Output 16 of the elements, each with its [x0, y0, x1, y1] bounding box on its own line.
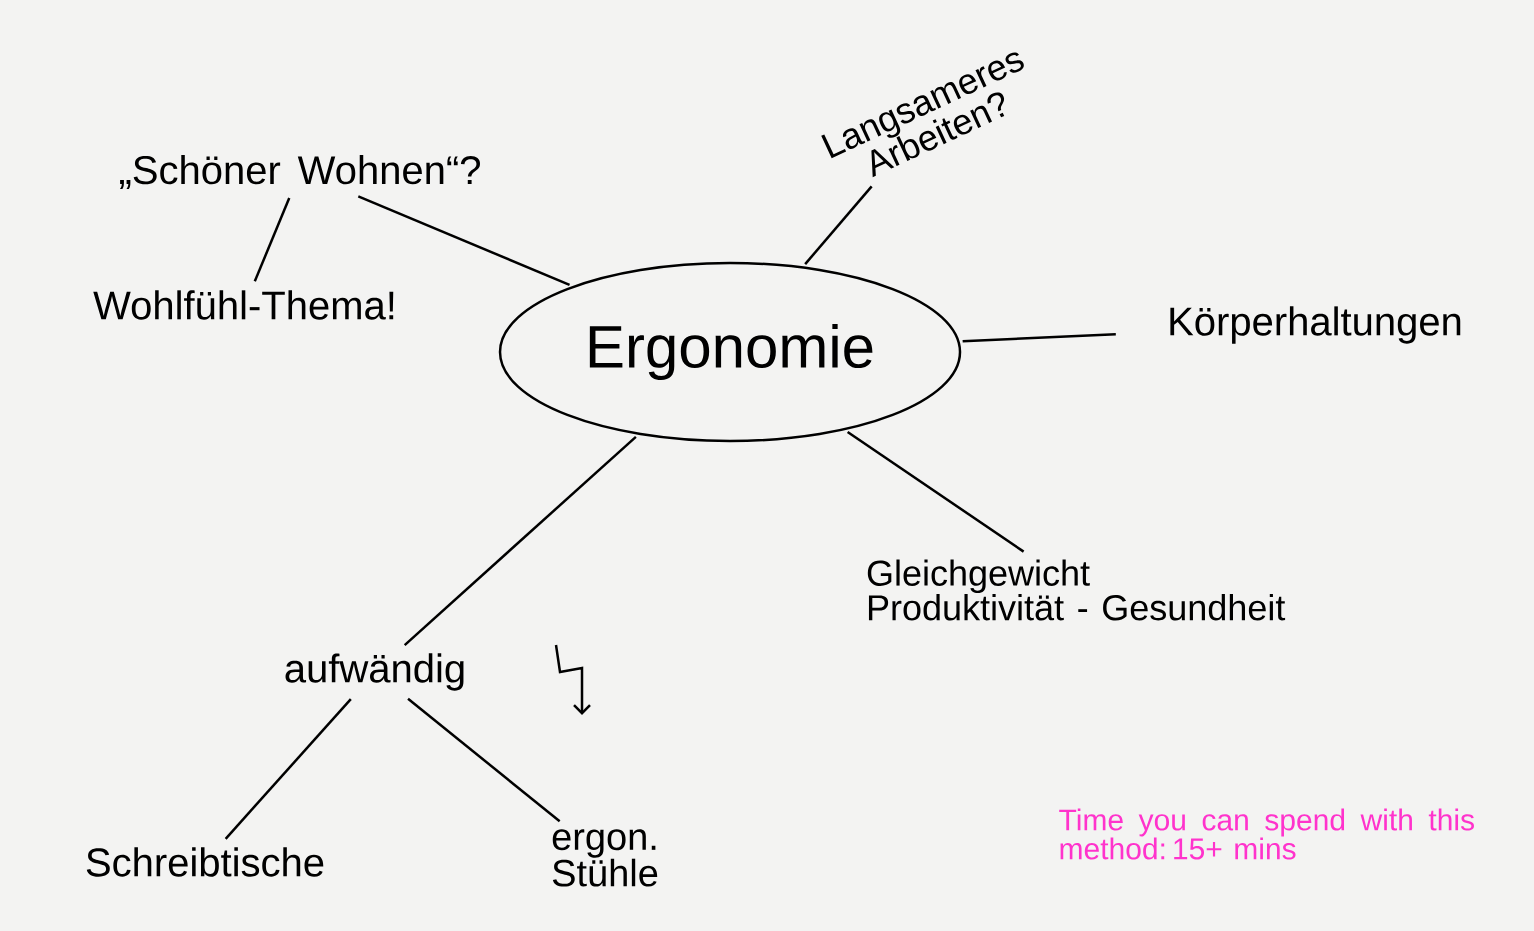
connector-line	[846, 430, 1025, 553]
note-text: Time you can spend with this method: 15+ mins	[1059, 808, 1474, 860]
idea-text: „Schöner Wohnen“?	[120, 154, 480, 190]
connector-line	[962, 332, 1116, 343]
idea-text: aufwändig	[285, 653, 464, 691]
connector-line	[804, 185, 873, 265]
connector-line	[407, 697, 561, 823]
connector-line	[253, 197, 291, 282]
connector-line	[357, 195, 571, 286]
idea-text: Körperhaltungen	[1170, 306, 1461, 344]
idea-text: Schreibtische	[86, 847, 324, 877]
connector-line	[224, 698, 352, 840]
idea-text: Wohlfühl-Thema!	[93, 290, 394, 320]
connector-line	[403, 435, 637, 647]
idea-text: ergon. Stühle	[552, 829, 658, 887]
idea-text: Gleichgewicht Produktivität - Gesundheit	[867, 559, 1286, 621]
